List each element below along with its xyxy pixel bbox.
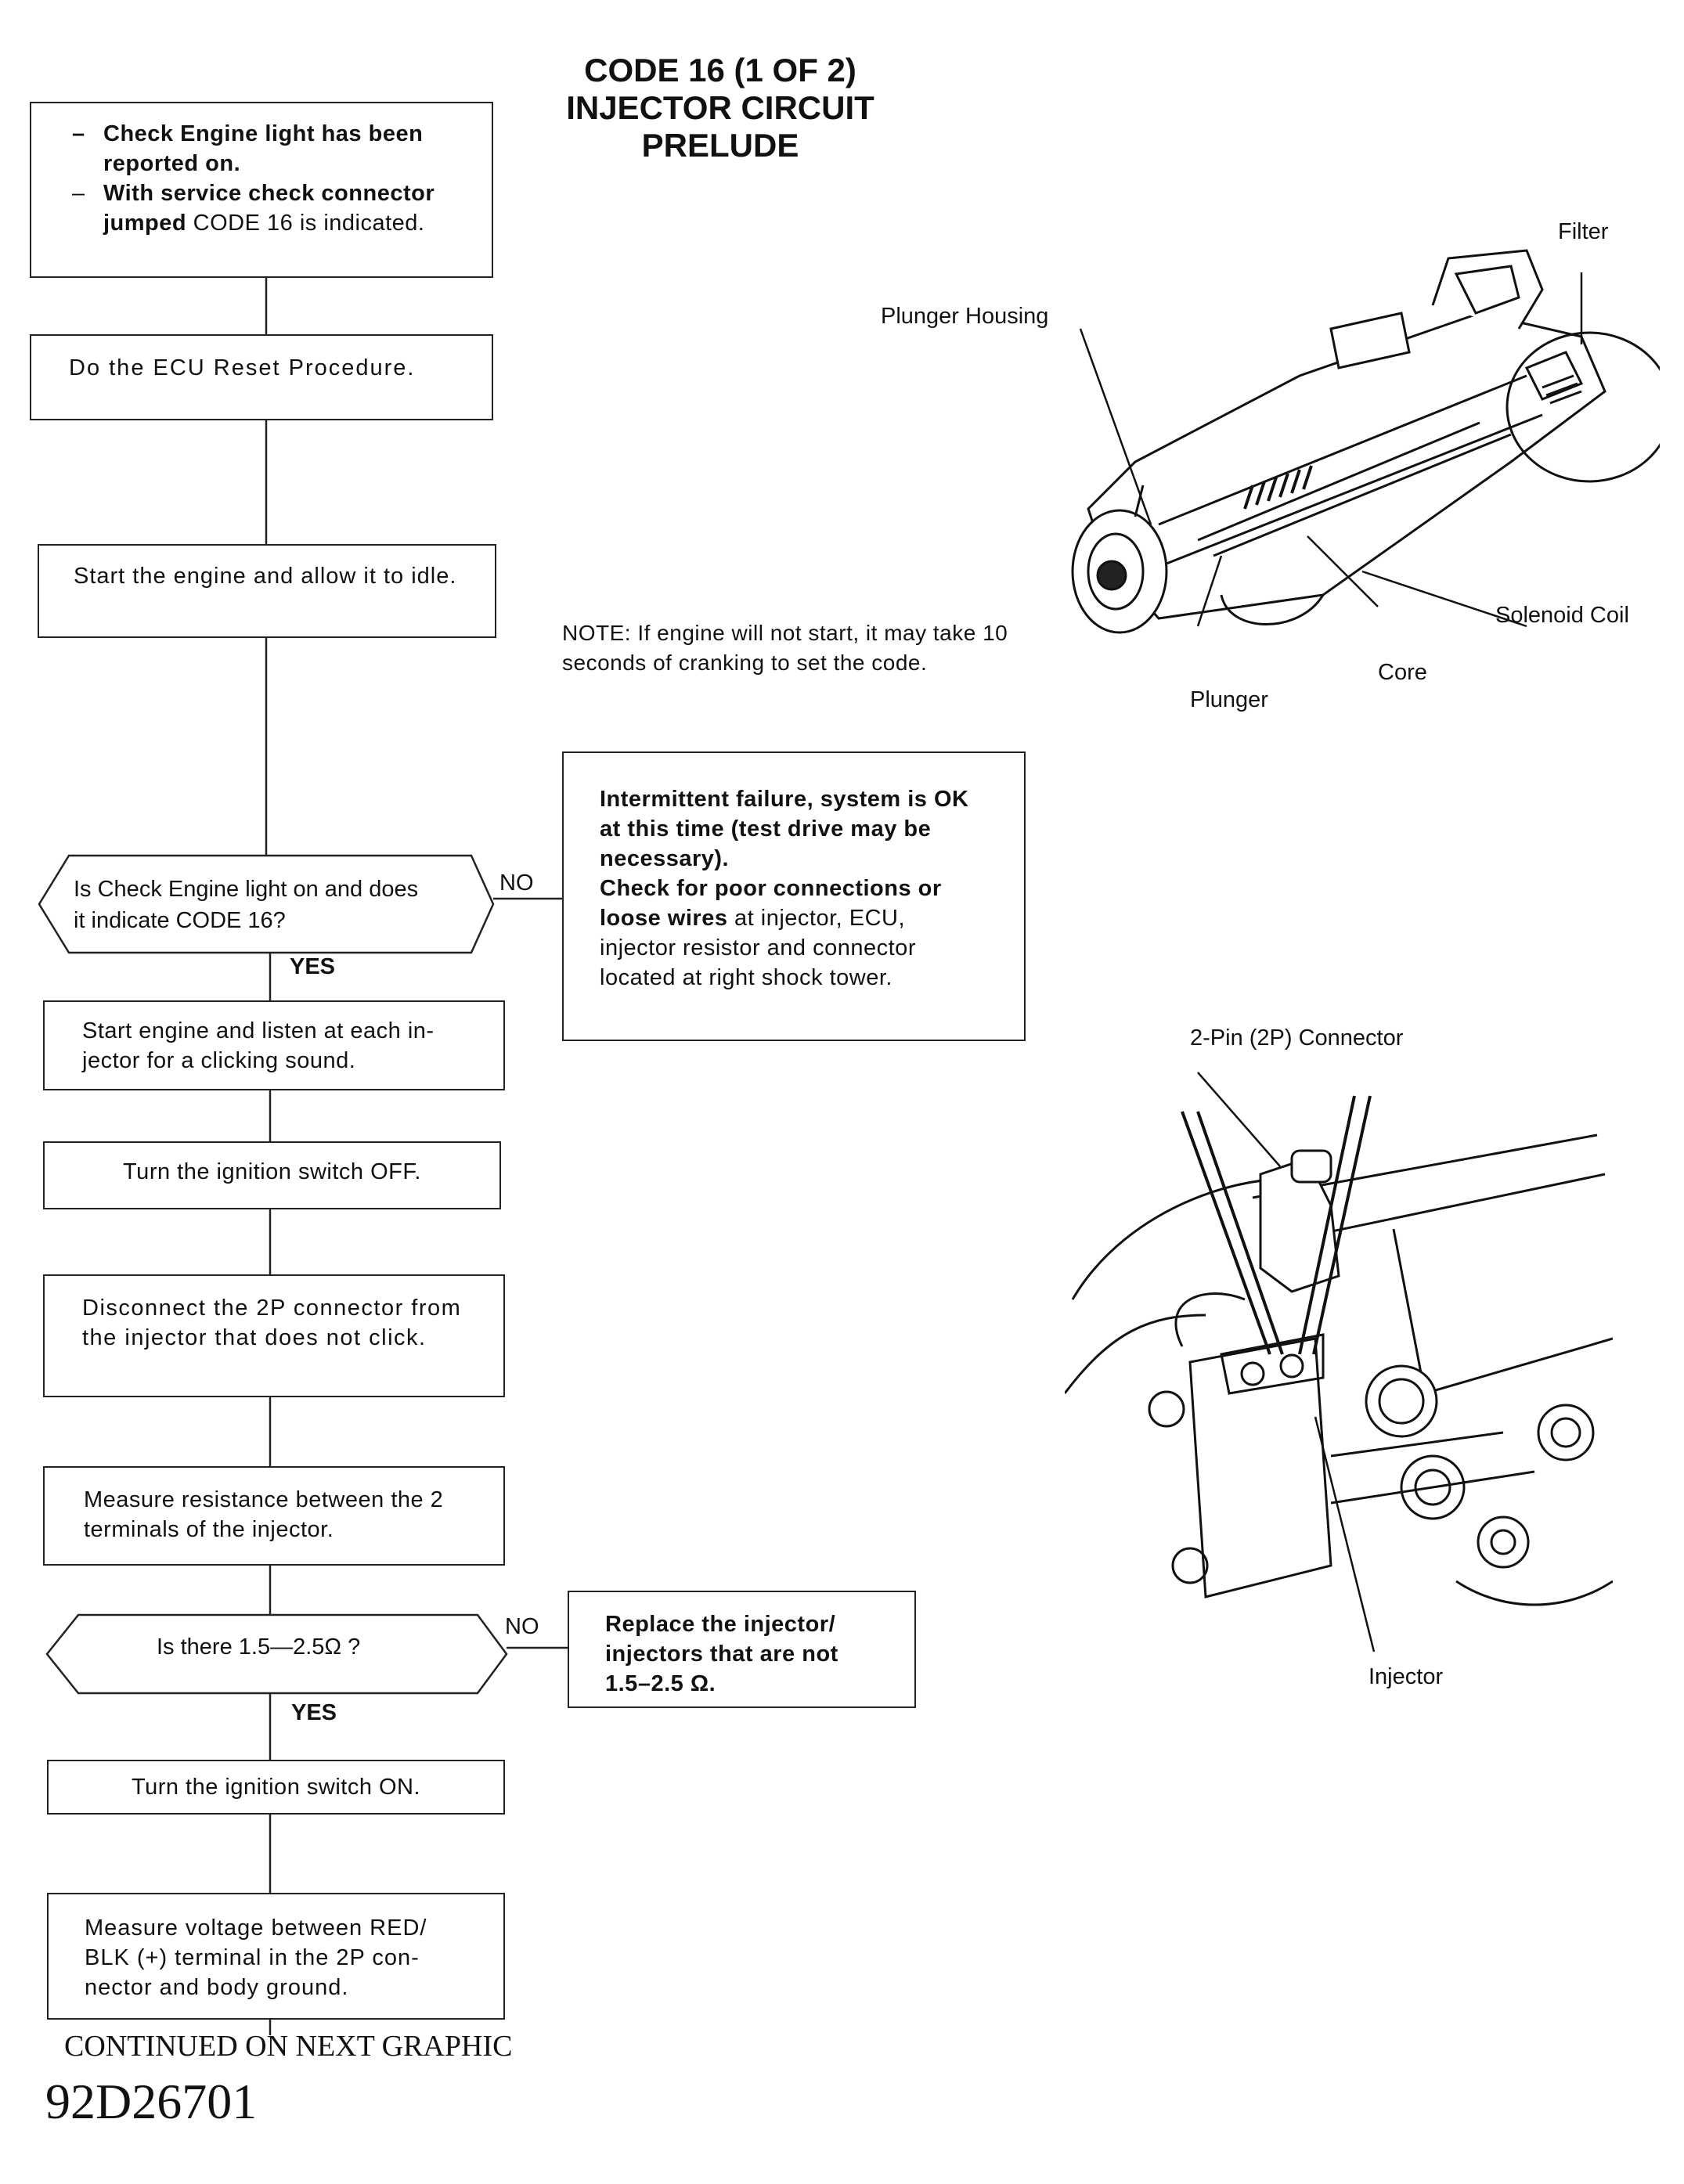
label-filter: Filter — [1558, 219, 1609, 244]
title-line-2: INJECTOR CIRCUIT — [566, 89, 874, 126]
step-box-ecu-reset: Do the ECU Reset Procedure. — [30, 334, 493, 420]
symptom-item-1: Check Engine light has been reported on. — [72, 119, 460, 178]
step-box-ignition-on: Turn the ignition switch ON. — [47, 1760, 505, 1815]
label-2pin-connector: 2-Pin (2P) Connector — [1190, 1025, 1404, 1051]
step-box-listen-click: Start engine and listen at each in-jecto… — [43, 1000, 505, 1090]
label-plunger-housing: Plunger Housing — [881, 304, 1049, 329]
symptom-item-2: With service check connector jumped CODE… — [72, 178, 460, 238]
step-box-start-engine: Start the engine and allow it to idle. — [38, 544, 496, 638]
decision-2-text: Is there 1.5—2.5Ω ? — [157, 1634, 361, 1660]
decision-2-no: NO — [505, 1614, 539, 1639]
decision-1-no: NO — [499, 870, 534, 896]
cranking-note: NOTE: If engine will not start, it may t… — [562, 621, 1008, 675]
decision-2-yes: YES — [291, 1700, 337, 1725]
intermittent-failure-box: Intermittent failure, system is OK at th… — [562, 751, 1026, 1041]
diagram-title: CODE 16 (1 OF 2) INJECTOR CIRCUIT PRELUD… — [470, 52, 971, 164]
step-box-ignition-off: Turn the ignition switch OFF. — [43, 1141, 501, 1209]
replace-injector-box: Replace the injector/ injectors that are… — [568, 1591, 916, 1708]
injector-cutaway-illustration — [1071, 249, 1660, 634]
decision-diamond-2 — [45, 1613, 508, 1695]
continued-text: CONTINUED ON NEXT GRAPHIC — [64, 2030, 513, 2063]
step-box-measure-resistance: Measure resistance between the 2 termina… — [43, 1466, 505, 1566]
label-plunger: Plunger — [1190, 687, 1268, 712]
title-line-1: CODE 16 (1 OF 2) — [584, 52, 856, 88]
step-box-symptoms: Check Engine light has been reported on.… — [30, 102, 493, 278]
label-core: Core — [1378, 660, 1427, 685]
graphic-code: 92D26701 — [45, 2074, 258, 2129]
decision-1-yes: YES — [290, 954, 336, 979]
decision-diamond-1 — [38, 854, 495, 954]
decision-1-text: Is Check Engine light on and does it ind… — [74, 877, 419, 933]
label-solenoid-coil: Solenoid Coil — [1495, 603, 1629, 628]
step-box-disconnect-2p: Disconnect the 2P connector from the inj… — [43, 1274, 505, 1397]
connector-engine-illustration — [1065, 1072, 1613, 1652]
step-box-measure-voltage: Measure voltage between RED/ BLK (+) ter… — [47, 1893, 505, 2020]
title-line-3: PRELUDE — [641, 127, 799, 164]
label-injector: Injector — [1368, 1664, 1444, 1689]
